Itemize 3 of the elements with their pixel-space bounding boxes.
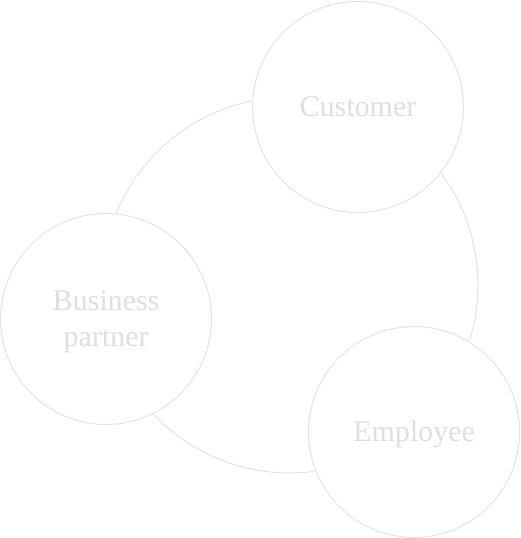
connector-arc [116,100,252,214]
connector-arc [152,413,315,474]
connector-arc [440,173,478,341]
